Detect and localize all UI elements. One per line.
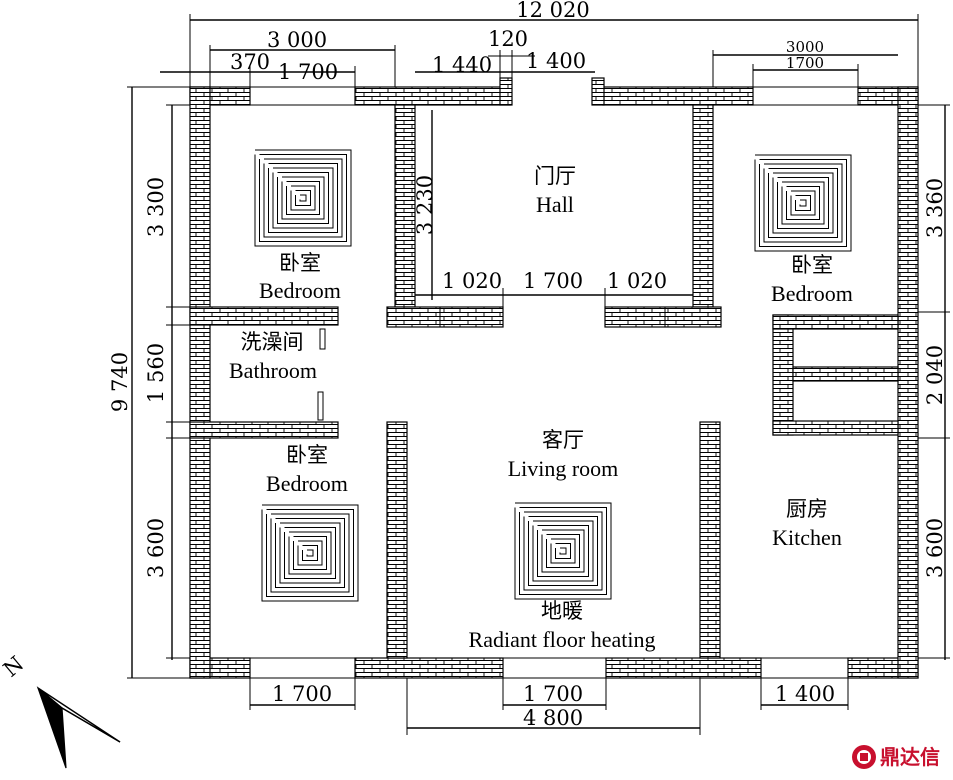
wall-top-3 — [602, 86, 754, 106]
dim-total-height: 9 740 — [108, 352, 132, 412]
east-cabinet-1 — [792, 328, 899, 368]
heating-spirals — [254, 149, 852, 602]
dim-left-3600: 3 600 — [144, 518, 168, 578]
bedroom-nw-label-en: Bedroom — [259, 278, 341, 303]
hall-label-zh: 门厅 — [534, 164, 576, 188]
bedroom-ne-label-zh: 卧室 — [791, 253, 833, 277]
dim-left-3300: 3 300 — [144, 177, 168, 237]
dim-top-1400: 1 400 — [526, 49, 586, 73]
dim-hall-3230: 3 230 — [413, 175, 437, 235]
wall-east-block-3 — [792, 366, 899, 382]
wall-sw-bedroom-right — [386, 421, 408, 659]
bedroom-sw-label-en: Bedroom — [266, 471, 348, 496]
north-label: N — [0, 652, 28, 682]
east-cabinet-2 — [792, 380, 899, 422]
wall-kitchen-left — [699, 421, 721, 659]
wall-hall-left — [394, 104, 416, 308]
wall-east-block-4 — [772, 420, 899, 436]
hall-door-right-panel — [604, 306, 666, 328]
window-top-nw — [249, 86, 356, 106]
bedroom-nw-label-zh: 卧室 — [279, 251, 321, 275]
dim-top-left-370: 370 — [230, 50, 270, 74]
heating-label-en: Radiant floor heating — [469, 627, 656, 652]
hall-door-left-panel — [439, 306, 504, 328]
wall-top-2 — [354, 86, 511, 106]
dim-top-right-1700: 1700 — [786, 54, 824, 72]
dim-hall-1020-right: 1 020 — [607, 269, 667, 293]
wall-bedroom-bath — [189, 306, 339, 326]
bedroom-sw-label-zh: 卧室 — [286, 443, 328, 467]
bath-door-post-top — [319, 328, 326, 350]
wall-right — [897, 86, 919, 679]
heating-spiral-icon — [254, 149, 352, 247]
logo-text: 鼎达信 — [880, 745, 940, 769]
living-label-zh: 客厅 — [542, 428, 584, 452]
dim-bottom-4800: 4 800 — [523, 706, 583, 730]
wall-bottom-2 — [354, 657, 504, 679]
wall-east-block-2 — [772, 314, 899, 330]
bathroom-label-zh: 洗澡间 — [241, 330, 304, 354]
dim-bottom-1700-mid: 1 700 — [523, 682, 583, 706]
heating-spiral-icon — [514, 502, 612, 600]
company-logo-icon — [852, 745, 876, 769]
dim-total-width: 12 020 — [516, 0, 589, 22]
hall-label-en: Hall — [536, 192, 574, 217]
north-arrow: N — [0, 652, 121, 769]
wall-east-block-1 — [772, 314, 794, 436]
bedroom-ne-label-en: Bedroom — [771, 281, 853, 306]
window-top-ne — [752, 86, 859, 106]
heating-spiral-icon — [261, 504, 359, 602]
wall-left — [189, 86, 211, 679]
dim-left-1560: 1 560 — [144, 343, 168, 403]
windows — [249, 86, 899, 679]
wall-entrance-left — [499, 77, 513, 106]
window-bottom-living — [502, 657, 607, 679]
dim-bottom-1400: 1 400 — [775, 682, 835, 706]
heating-label-zh: 地暖 — [541, 599, 583, 623]
window-bottom-sw — [249, 657, 356, 679]
logo: 鼎达信 — [852, 745, 940, 769]
dim-top-right-3000: 3000 — [786, 38, 824, 56]
living-label-en: Living room — [508, 456, 619, 481]
kitchen-label-zh: 厨房 — [786, 497, 828, 521]
bathroom-label-en: Bathroom — [229, 358, 317, 383]
dimension-lines — [127, 14, 950, 735]
north-arrow-icon — [36, 686, 121, 769]
kitchen-label-en: Kitchen — [772, 525, 842, 550]
dim-right-2040: 2 040 — [923, 345, 947, 405]
window-bottom-kitchen — [760, 657, 849, 679]
dim-hall-1700: 1 700 — [523, 269, 583, 293]
wall-hall-bottom-left — [386, 306, 504, 328]
heating-spiral-icon — [754, 154, 852, 252]
wall-bath-bedroom — [189, 421, 339, 439]
dim-top-left-1700: 1 700 — [278, 60, 338, 84]
bath-door-post-bottom — [317, 391, 324, 421]
dim-right-3360: 3 360 — [923, 178, 947, 238]
dim-top-120: 120 — [488, 27, 528, 51]
wall-hall-right — [692, 104, 714, 308]
wall-entrance-right — [591, 77, 605, 106]
dim-top-left-3000: 3 000 — [267, 28, 327, 52]
room-labels: 门厅 Hall 卧室 Bedroom 卧室 Bedroom 洗澡间 Bathro… — [229, 164, 853, 652]
dim-top-1440: 1 440 — [432, 53, 492, 77]
wall-hall-bottom-right — [604, 306, 722, 328]
dim-bottom-1700-left: 1 700 — [272, 682, 332, 706]
dim-right-3600: 3 600 — [923, 518, 947, 578]
wall-bottom-3 — [605, 657, 762, 679]
dimension-labels: 12 020 3 000 370 1 700 1 440 120 1 400 3… — [108, 0, 947, 730]
dim-hall-1020-left: 1 020 — [442, 269, 502, 293]
